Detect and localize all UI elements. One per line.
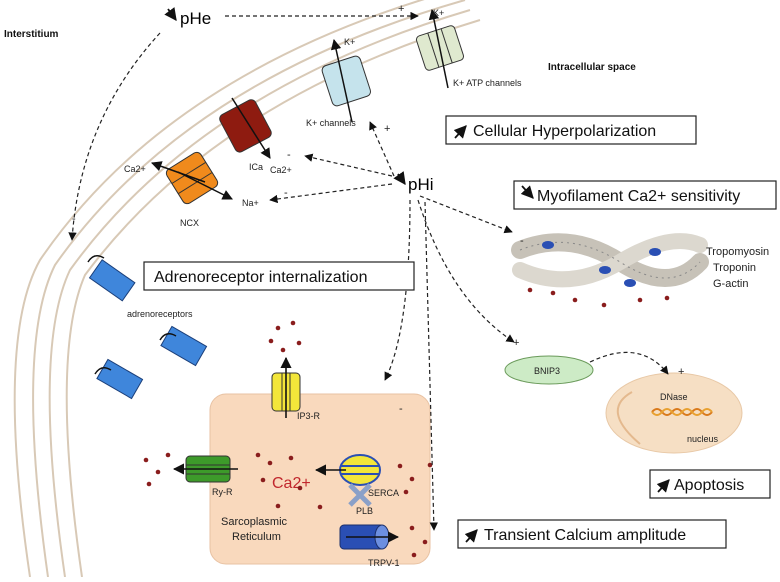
- sign-ncx: -: [284, 187, 288, 199]
- sign-katp: +: [398, 3, 404, 15]
- sign-bnip3: +: [513, 337, 519, 349]
- katp-channel: [415, 8, 465, 89]
- sign-dnase: +: [678, 366, 684, 378]
- ryr-label: Ry-R: [212, 487, 233, 497]
- ncx-exchanger: [151, 151, 233, 205]
- k-channel-top-label: K+: [344, 37, 355, 47]
- calcium-dots: [143, 237, 670, 558]
- ica-label: ICa: [249, 162, 263, 172]
- sign-adreno: -: [72, 213, 76, 225]
- up-arrow-icon: [464, 529, 478, 543]
- up-arrow-icon: [453, 125, 467, 139]
- serca-label: SERCA: [368, 488, 399, 498]
- tropomyosin-label: Tropomyosin: [706, 246, 769, 258]
- phe-label: pHe: [180, 9, 211, 28]
- box-apoptosis: Apoptosis: [649, 469, 771, 499]
- troponin-label: Troponin: [713, 262, 756, 274]
- box-transient: Transient Calcium amplitude: [457, 519, 727, 549]
- box-hyperpolarization: Cellular Hyperpolarization: [445, 115, 697, 145]
- bnip3-label: BNIP3: [534, 366, 560, 376]
- myofilament: [511, 233, 709, 288]
- ica-channel: [219, 97, 272, 159]
- intracellular-label: Intracellular space: [548, 62, 636, 73]
- ip3r-label: IP3-R: [297, 411, 321, 421]
- adrenoreceptor-internal-2: [94, 358, 144, 400]
- myofilament-text: Myofilament Ca2+ sensitivity: [537, 188, 740, 205]
- trpv1-channel: [339, 524, 400, 550]
- g-actin-label: G-actin: [713, 278, 748, 290]
- hyperpolarization-text: Cellular Hyperpolarization: [473, 123, 656, 140]
- trpv1-label: TRPV-1: [368, 558, 400, 568]
- sr-label-2: Reticulum: [232, 531, 281, 543]
- adrenoreceptor-membrane: [87, 255, 136, 302]
- phe-down-arrow-icon: [164, 7, 177, 22]
- sign-ica: -: [287, 149, 291, 161]
- up-arrow-icon: [656, 479, 670, 493]
- ryr-channel: [172, 455, 238, 483]
- serca-pump: [314, 454, 381, 507]
- apoptosis-text: Apoptosis: [674, 477, 744, 494]
- adrenoreceptors-label: adrenoreceptors: [127, 309, 193, 319]
- box-adreno: Adrenoreceptor internalization: [143, 261, 415, 291]
- sign-kch: +: [384, 123, 390, 135]
- na-label: Na+: [242, 198, 259, 208]
- nucleus-label: nucleus: [687, 434, 719, 444]
- katp-label: K+ ATP channels: [453, 78, 522, 88]
- box-myofilament: Myofilament Ca2+ sensitivity: [513, 180, 777, 210]
- sr-label-1: Sarcoplasmic: [221, 516, 288, 528]
- dnase-label: DNase: [660, 392, 688, 402]
- k-channel-label: K+ channels: [306, 118, 356, 128]
- plb-label: PLB: [356, 506, 373, 516]
- k-channel: [321, 38, 372, 123]
- down-arrow-icon: [520, 185, 534, 199]
- sign-myo: -: [520, 235, 524, 247]
- adrenoreceptor-internal-1: [159, 325, 208, 367]
- phi-down-arrow-icon: [393, 171, 406, 186]
- interstitium-label: Interstitium: [4, 29, 59, 40]
- signal-arrows: [68, 11, 669, 531]
- phi-label: pHi: [408, 175, 434, 194]
- nucleus: [605, 372, 743, 454]
- ncx-label: NCX: [180, 218, 199, 228]
- adreno-text: Adrenoreceptor internalization: [154, 269, 367, 286]
- ip3r-channel: [271, 356, 301, 418]
- ncx-ca-label: Ca2+: [124, 164, 146, 174]
- transient-text: Transient Calcium amplitude: [484, 527, 686, 544]
- sign-sr: -: [399, 403, 403, 415]
- ica-ca-label: Ca2+: [270, 165, 292, 175]
- bnip3-oval: [504, 355, 594, 385]
- sr-ca-label: Ca2+: [272, 475, 311, 492]
- k-top-label: K+: [433, 8, 444, 18]
